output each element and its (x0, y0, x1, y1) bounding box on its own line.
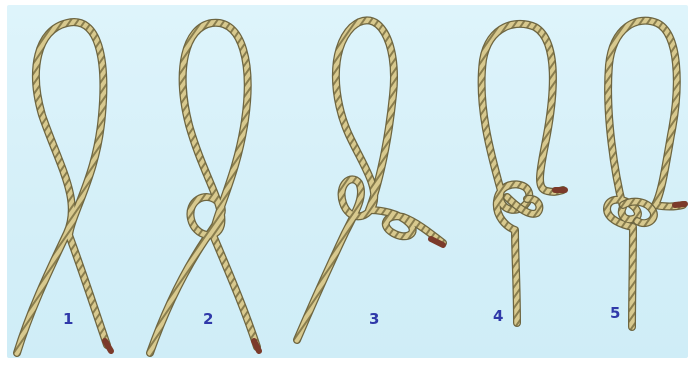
step-3-label: 3 (369, 310, 379, 328)
step-1-rope (17, 22, 111, 353)
step-4-label: 4 (493, 307, 503, 325)
knot-steps-canvas (7, 5, 688, 358)
step-2-label: 2 (203, 310, 213, 328)
step-5-label: 5 (610, 304, 620, 322)
step-5-rope-end (675, 204, 685, 205)
step-4-rope (482, 24, 565, 323)
step-3-rope (297, 20, 443, 340)
step-1-label: 1 (63, 310, 73, 328)
knot-diagram: 1 2 3 4 5 (7, 5, 688, 358)
step-5-rope (607, 21, 685, 327)
step-2-rope (150, 23, 259, 353)
